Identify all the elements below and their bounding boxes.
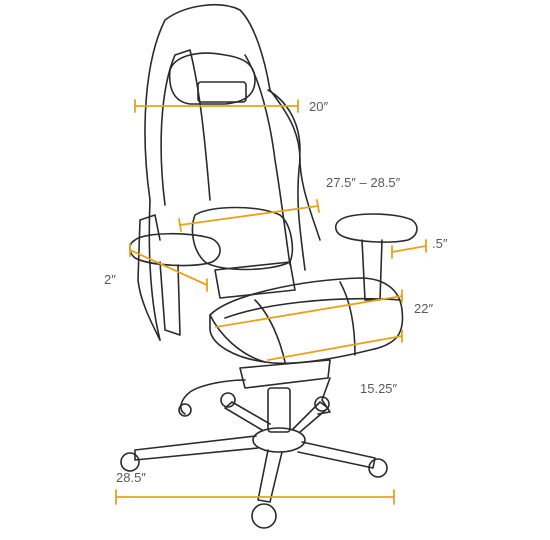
seat-stitch-3	[224, 297, 401, 319]
armrest-left-pad	[128, 232, 221, 267]
dim-headrest-width	[134, 99, 299, 113]
base-leg-front	[257, 449, 283, 503]
headrest-panel	[197, 81, 247, 103]
armrest-left-side	[137, 214, 161, 341]
base-leg-back-left	[224, 401, 271, 431]
tilt-lever	[180, 379, 246, 415]
gas-lift	[267, 387, 291, 433]
dim-armrest-height	[129, 243, 208, 292]
label-headrest-width: 20″	[309, 99, 329, 114]
base-leg-right	[297, 441, 376, 469]
base-hub	[252, 427, 306, 453]
backrest-inner-right	[244, 54, 291, 266]
backrest-wing-right	[267, 89, 321, 241]
dimension-lines	[115, 99, 427, 505]
seat-stitch-1	[254, 299, 286, 363]
caster-right	[368, 458, 388, 478]
backrest-outline	[144, 4, 306, 271]
armrest-left-post	[159, 261, 181, 336]
dim-seat-depth	[215, 289, 403, 328]
armrest-right-pad	[334, 213, 418, 243]
caster-left	[120, 452, 140, 472]
dim-armrest-adjust	[391, 239, 427, 259]
label-seat-width: 15.25″	[360, 381, 398, 396]
backrest-inner-left	[160, 49, 211, 206]
dim-backrest-width	[178, 199, 320, 232]
headrest-pillow	[168, 52, 256, 105]
label-base-diameter: 28.5″	[116, 470, 146, 485]
armrest-right-post	[361, 239, 383, 301]
dim-seat-width	[267, 329, 403, 361]
label-seat-depth: 22″	[414, 301, 434, 316]
base-leg-left	[134, 435, 259, 461]
caster-front	[251, 503, 277, 529]
seat-stitch-2	[339, 281, 356, 356]
backrest-lower-panel	[214, 261, 296, 299]
caster-back-left	[220, 392, 236, 408]
gaming-chair-outline	[120, 4, 418, 529]
label-armrest-adjust: .5″	[432, 236, 448, 251]
label-armrest-height: 2″	[104, 272, 116, 287]
seat-mechanism	[239, 359, 331, 389]
dim-base-diameter	[115, 489, 395, 505]
base-leg-back-right	[291, 401, 329, 433]
seat-cushion	[209, 277, 404, 365]
seat-side-panel	[209, 314, 266, 363]
label-backrest-width: 27.5″ – 28.5″	[326, 175, 401, 190]
lever-knob	[178, 403, 192, 417]
backrest-side-left	[148, 199, 161, 341]
caster-back-right	[314, 396, 330, 412]
